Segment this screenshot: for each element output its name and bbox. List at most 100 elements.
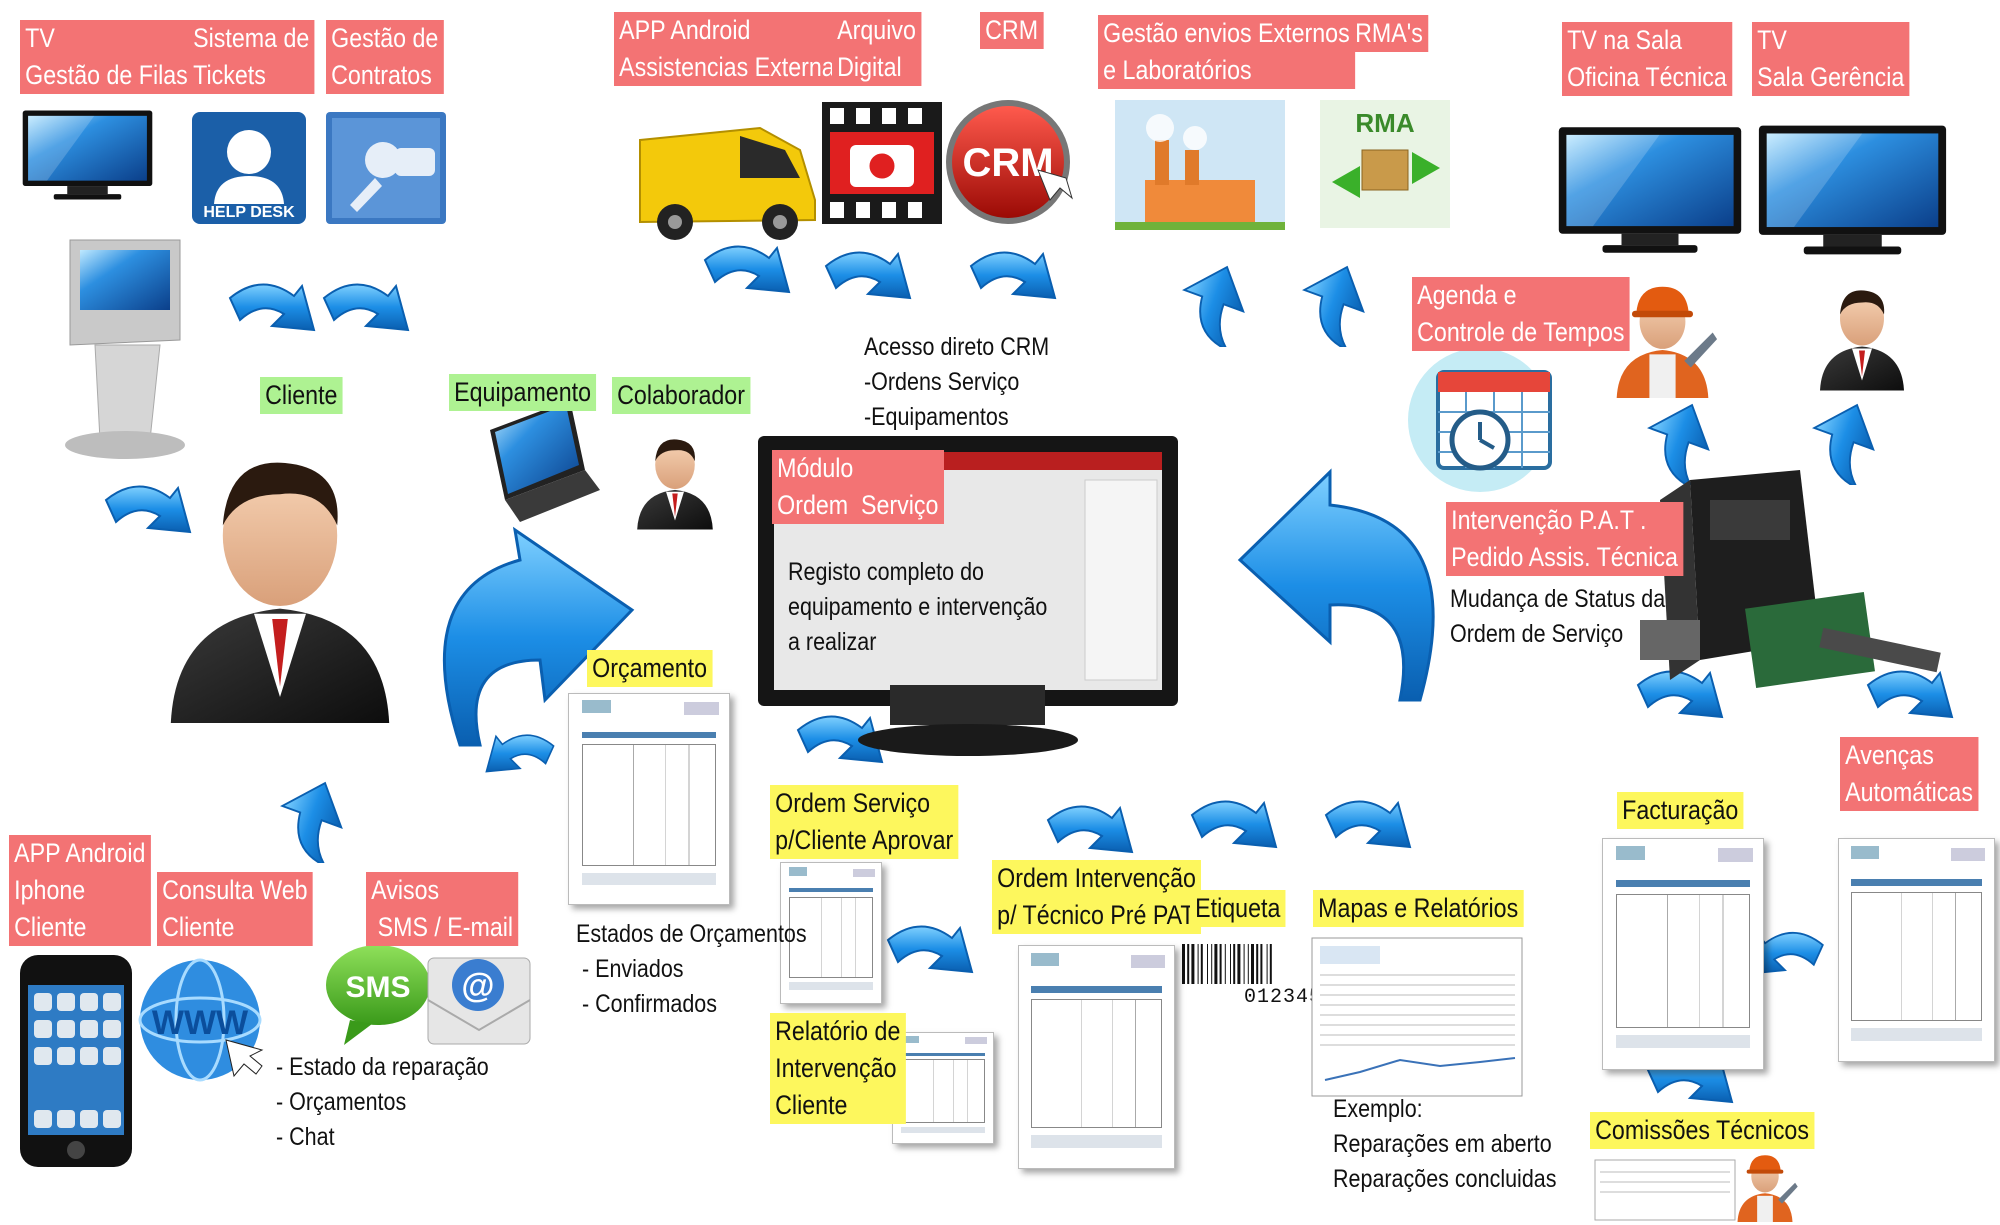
facturacao-document-icon	[1602, 838, 1764, 1070]
label-orcamento: Orçamento	[587, 650, 713, 687]
van-icon	[639, 126, 816, 240]
label-tv-gerencia: TV Sala Gerência	[1752, 22, 1910, 96]
arrow-aprovar-down	[887, 925, 973, 973]
email-icon: @	[427, 957, 531, 1045]
crm-icon: CRM	[946, 100, 1073, 224]
ordem-intervencao-document-icon	[1018, 945, 1175, 1169]
factory-icon	[1115, 100, 1285, 230]
arrow-arquivo-down	[825, 251, 911, 299]
barcode-bar	[1197, 944, 1199, 984]
label-agenda-controle: Agenda e Controle de Tempos	[1412, 277, 1630, 351]
barcode-bar	[1233, 944, 1236, 984]
manager-icon	[1820, 290, 1904, 391]
text-registo-completo: Registo completo do equipamento e interv…	[788, 558, 1048, 656]
barcode-icon	[1182, 944, 1272, 984]
arrow-client-up	[267, 771, 355, 863]
label-modulo-ordem-servico: Módulo Ordem Serviço	[772, 450, 944, 524]
arrow-mapas-down	[1325, 800, 1411, 848]
commissions-thumbnail-icon	[1594, 1159, 1736, 1221]
label-relatorio-intervencao: Relatório de Intervenção Cliente	[770, 1013, 906, 1124]
barcode-bar	[1251, 944, 1254, 984]
arrow-intervencao-down	[1047, 805, 1133, 853]
sms-icon: SMS	[326, 945, 430, 1045]
label-equipamento: Equipamento	[449, 374, 597, 411]
label-tv-gestao-filas: TV Gestão de Filas	[20, 20, 193, 94]
label-app-android-externas: APP Android Assistencias Externas	[614, 12, 852, 86]
barcode-bar	[1207, 944, 1208, 984]
arrow-set	[105, 245, 1953, 1103]
pc-tower-icon	[1640, 470, 1941, 688]
label-gestao-envios: Gestão envios Externos e Laboratórios	[1098, 15, 1355, 89]
barcode-bar	[1211, 944, 1213, 984]
barcode-bar	[1200, 944, 1203, 984]
help-desk-text: HELP DESK	[203, 204, 295, 221]
www-text: WWW	[152, 1004, 249, 1042]
label-app-iphone: APP Android Iphone Cliente	[9, 835, 151, 946]
email-at-text: @	[461, 967, 494, 1005]
label-colaborador: Colaborador	[612, 377, 751, 414]
laptop-icon	[490, 400, 600, 522]
big-arrow-pat-to-module	[1237, 468, 1435, 702]
label-cliente: Cliente	[260, 377, 343, 414]
avencas-document-icon	[1838, 838, 1995, 1062]
label-sistema-tickets: Sistema de Tickets	[188, 20, 315, 94]
ordem-aprovar-document-icon	[780, 862, 882, 1004]
arrow-facturacao-down	[1637, 670, 1723, 718]
barcode-bar	[1266, 944, 1268, 984]
label-comissoes: Comissões Técnicos	[1590, 1112, 1815, 1149]
barcode-bar	[1191, 944, 1195, 984]
text-acesso-crm: Acesso direto CRM -Ordens Serviço -Equip…	[864, 333, 1050, 431]
arrow-rmas-up	[1289, 255, 1377, 347]
crm-logo-text: CRM	[962, 141, 1053, 185]
text-estados-orcamentos: Estados de Orçamentos - Enviados - Confi…	[576, 920, 807, 1018]
arrow-contracts-down	[323, 283, 409, 331]
barcode-bar	[1237, 944, 1241, 984]
barcode-bar	[1214, 944, 1218, 984]
www-globe-icon: WWW	[138, 958, 264, 1082]
label-facturacao: Facturação	[1617, 792, 1744, 829]
phone-icon	[20, 955, 132, 1167]
arrow-etiqueta-down	[1191, 800, 1277, 848]
barcode-bar	[1260, 944, 1263, 984]
label-avisos: Avisos SMS / E-mail	[366, 872, 519, 946]
collaborator-icon	[637, 439, 713, 530]
text-mudanca-status: Mudança de Status da Ordem de Serviço	[1450, 585, 1666, 648]
barcode-bar	[1224, 944, 1226, 984]
commissions-technician-icon	[1737, 1155, 1798, 1222]
arrow-gerencia-up	[1799, 393, 1887, 485]
tv-gerencia-icon	[1758, 125, 1947, 255]
camera-film-icon	[822, 102, 942, 224]
arrow-envios-up	[1169, 255, 1257, 347]
label-rmas: RMA's	[1350, 15, 1428, 52]
sms-text: SMS	[345, 971, 410, 1004]
arrow-agenda-up	[1634, 393, 1722, 485]
label-tv-oficina: TV na Sala Oficina Técnica	[1562, 22, 1732, 96]
label-gestao-contratos: Gestão de Contratos	[326, 20, 444, 94]
contracts-icon	[326, 112, 446, 224]
label-ordem-intervencao: Ordem Intervenção p/ Técnico Pré PAT	[992, 860, 1202, 934]
rma-logo-text: RMA	[1355, 108, 1414, 138]
report-thumbnail-icon	[1311, 937, 1523, 1097]
label-mapas-relatorios: Mapas e Relatórios	[1313, 890, 1524, 927]
tv-oficina-icon	[1558, 127, 1742, 253]
barcode-bar	[1230, 944, 1231, 984]
text-exemplo: Exemplo: Reparações em aberto Reparações…	[1333, 1095, 1557, 1193]
arrow-avencas-down	[1867, 670, 1953, 718]
help-desk-icon: HELP DESK	[192, 112, 306, 224]
arrow-kiosk-down	[105, 485, 191, 533]
technician-icon	[1616, 286, 1718, 398]
arrow-orcamento-back	[485, 734, 555, 773]
text-estado-reparacao: - Estado da reparação - Orçamentos - Cha…	[276, 1053, 489, 1151]
label-crm: CRM	[980, 12, 1044, 49]
orcamento-document-icon	[568, 693, 730, 905]
barcode-bar	[1269, 944, 1272, 984]
label-etiqueta: Etiqueta	[1190, 890, 1286, 927]
label-ordem-aprovar: Ordem Serviço p/Cliente Aprovar	[770, 785, 959, 859]
barcode-bar	[1182, 944, 1185, 984]
label-avencas: Avenças Automáticas	[1840, 737, 1979, 811]
central-monitor-icon	[758, 436, 1178, 756]
barcode-bar	[1247, 944, 1249, 984]
big-arrow-client-to-module	[442, 526, 635, 747]
arrow-app-down	[704, 245, 790, 293]
